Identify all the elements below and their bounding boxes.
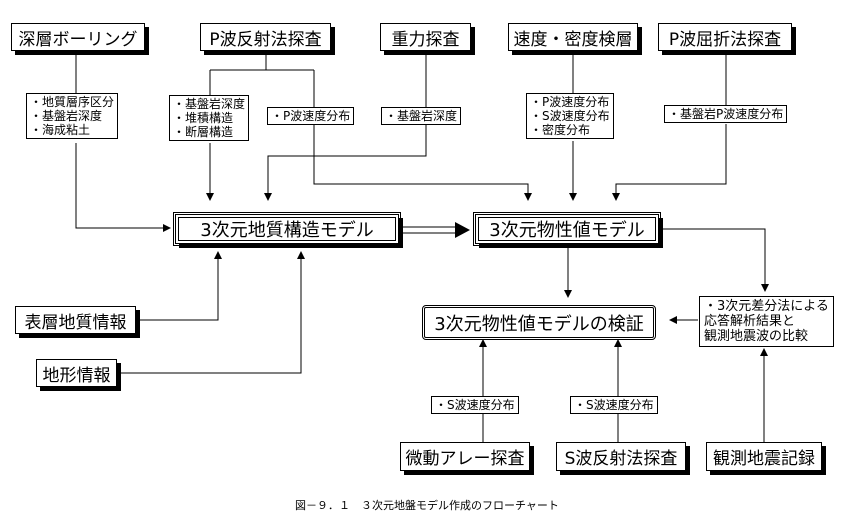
property-model-box: 3次元物性値モデル [473, 212, 661, 246]
source-p-refraction-label: P波屈折法探査 [668, 29, 782, 50]
verification-box: 3次元物性値モデルの検証 [422, 305, 656, 340]
source-topography-label: 地形情報 [42, 365, 111, 386]
source-topography: 地形情報 [36, 359, 117, 387]
source-surface-geology-label: 表層地質情報 [24, 312, 127, 333]
label-line: ・基盤岩深度 [385, 109, 458, 123]
source-s-reflection-label: S波反射法探査 [564, 449, 678, 469]
label-refraction-item: ・基盤岩P波速度分布 [664, 105, 788, 123]
geology-model-label: 3次元地質構造モデル [200, 220, 374, 241]
source-microtremor: 微動アレー探査 [400, 442, 530, 471]
source-gravity-label: 重力探査 [391, 29, 460, 50]
source-seismic-records: 観測地震記録 [706, 442, 822, 471]
label-gravity-item: ・基盤岩深度 [381, 107, 462, 125]
comparison-line: ・3次元差分法による [704, 299, 829, 314]
source-velocity-logging: 速度・密度検層 [508, 23, 638, 51]
label-reflection-items: ・基盤岩深度 ・堆積構造 ・断層構造 [169, 95, 250, 141]
label-line: ・断層構造 [173, 125, 234, 139]
source-p-reflection: P波反射法探査 [200, 23, 331, 51]
label-line: ・基盤岩深度 [173, 97, 246, 111]
label-line: ・基盤岩深度 [30, 109, 103, 123]
label-line: ・S波速度分布 [574, 398, 654, 412]
source-p-reflection-label: P波反射法探査 [209, 29, 322, 50]
label-line: ・基盤岩P波速度分布 [668, 107, 784, 121]
source-surface-geology: 表層地質情報 [15, 306, 136, 334]
label-line: ・海成粘土 [30, 123, 91, 137]
label-s-reflection-item: ・S波速度分布 [570, 396, 658, 414]
label-line: ・堆積構造 [173, 111, 234, 125]
geology-model-box: 3次元地質構造モデル [173, 212, 401, 246]
label-line: ・密度分布 [530, 123, 591, 137]
source-seismic-records-label: 観測地震記録 [713, 449, 815, 469]
source-velocity-logging-label: 速度・密度検層 [513, 29, 633, 50]
comparison-line: 応答解析結果と [704, 314, 796, 329]
label-line: ・地質層序区分 [30, 95, 115, 109]
source-gravity: 重力探査 [380, 23, 471, 51]
verification-label: 3次元物性値モデルの検証 [434, 313, 644, 335]
label-line: ・P波速度分布 [271, 109, 351, 123]
source-p-refraction: P波屈折法探査 [658, 23, 792, 51]
label-boring-items: ・地質層序区分 ・基盤岩深度 ・海成粘土 [26, 93, 119, 139]
label-line: ・S波速度分布 [530, 109, 610, 123]
figure-caption: 図－９．１ ３次元地盤モデル作成のフローチャート [295, 499, 559, 512]
source-s-reflection: S波反射法探査 [556, 442, 686, 471]
label-microtremor-item: ・S波速度分布 [431, 396, 519, 414]
label-line: ・S波速度分布 [435, 398, 515, 412]
label-logging-items: ・P波速度分布 ・S波速度分布 ・密度分布 [526, 93, 614, 139]
source-deep-boring-label: 深層ボーリング [18, 29, 138, 50]
label-line: ・P波速度分布 [530, 95, 610, 109]
label-reflection-p-velocity: ・P波速度分布 [267, 107, 355, 125]
property-model-label: 3次元物性値モデル [489, 220, 645, 241]
comparison-line: 観測地震波の比較 [704, 329, 809, 344]
comparison-box: ・3次元差分法による 応答解析結果と 観測地震波の比較 [699, 296, 834, 347]
source-microtremor-label: 微動アレー探査 [405, 449, 525, 469]
source-deep-boring: 深層ボーリング [11, 23, 145, 51]
